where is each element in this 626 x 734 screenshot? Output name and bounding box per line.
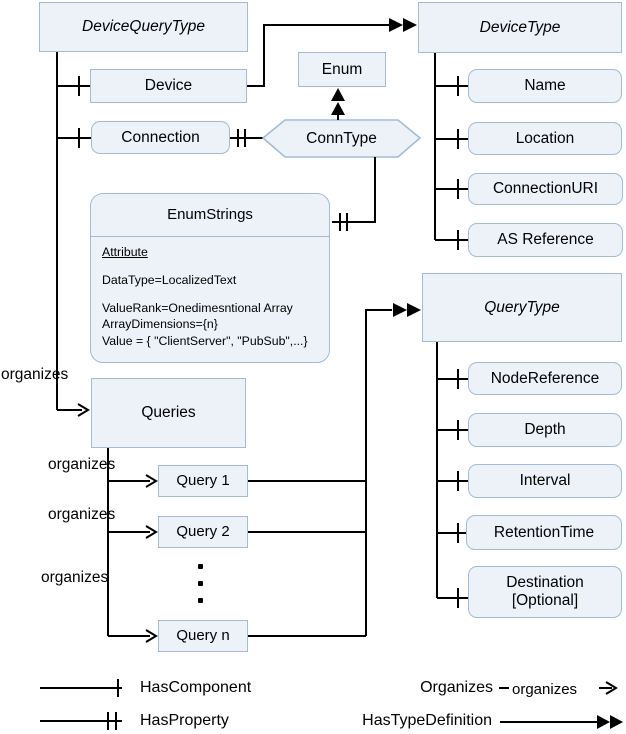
legend-hasproperty-label: HasProperty — [140, 712, 229, 729]
enumstrings-arraydimensions: ArrayDimensions={n} — [102, 317, 218, 332]
legend-hastypedefinition-symbol — [500, 715, 623, 729]
legend-hascomponent-label: HasComponent — [140, 679, 252, 696]
enumstrings-attribute-header: Attribute — [102, 245, 148, 259]
organizes-label-query2: organizes — [48, 506, 116, 523]
node-querytype: QueryType — [422, 273, 622, 342]
organizes-arrow-queries — [57, 403, 90, 417]
legend-organizes-arrow-label: organizes — [512, 681, 578, 698]
organizes-label-queries: organizes — [1, 366, 69, 383]
node-destination: Destination [Optional] — [468, 566, 622, 618]
node-query-n: Query n — [158, 620, 248, 652]
enumstrings-datatype: DataType=LocalizedText — [102, 273, 237, 288]
enumstrings-attributes: Attribute DataType=LocalizedText ValueRa… — [91, 237, 329, 349]
conntype-enumstrings-hasproperty-connector — [332, 157, 376, 231]
node-device: Device — [90, 69, 247, 103]
node-as-reference: AS Reference — [468, 223, 623, 257]
vertical-ellipsis — [198, 564, 203, 603]
queries-organizes-arrows — [107, 448, 158, 643]
node-interval: Interval — [468, 464, 622, 498]
ellipsis-dot — [198, 581, 203, 586]
legend-organizes-label: Organizes — [420, 679, 493, 696]
devicetype-children-connectors — [434, 53, 468, 250]
organizes-label-queryn: organizes — [41, 569, 109, 586]
node-devicequerytype: DeviceQueryType — [39, 2, 248, 52]
organizes-label-query1: organizes — [48, 456, 116, 473]
enumstrings-value: Value = { "ClientServer", "PubSub",...} — [102, 333, 308, 348]
node-enum: Enum — [298, 52, 386, 87]
node-name: Name — [468, 69, 622, 103]
destination-line-1: Destination — [506, 574, 584, 592]
node-nodereference: NodeReference — [468, 362, 622, 395]
enumstrings-valuerank: ValueRank=Onedimesntional Array — [102, 300, 293, 315]
node-query-2: Query 2 — [158, 516, 248, 548]
node-query-1: Query 1 — [158, 465, 248, 497]
node-conntype-label: ConnType — [306, 129, 377, 147]
node-devicetype: DeviceType — [418, 2, 622, 53]
node-connectionuri: ConnectionURI — [468, 173, 623, 205]
connection-conntype-hasproperty-connector — [230, 129, 263, 147]
query-querytype-hastypedefinition-arrow — [248, 303, 421, 637]
conntype-enum-hastypedefinition-arrow — [331, 88, 345, 120]
node-location: Location — [468, 122, 622, 155]
node-queries: Queries — [91, 378, 246, 448]
legend-hasproperty-symbol — [40, 712, 122, 730]
ellipsis-dot — [198, 598, 203, 603]
node-enumstrings: EnumStrings Attribute DataType=Localized… — [90, 193, 330, 363]
conntype-hexagon-shape — [261, 119, 422, 158]
legend-hastypedefinition-label: HasTypeDefinition — [362, 712, 492, 729]
node-retentiontime: RetentionTime — [466, 515, 622, 550]
ellipsis-dot — [198, 564, 203, 569]
node-connection: Connection — [91, 121, 230, 154]
legend-hascomponent-symbol — [40, 679, 122, 697]
legend-organizes-symbol — [499, 681, 618, 695]
querytype-children-connectors — [436, 342, 468, 608]
node-depth: Depth — [468, 413, 622, 447]
enumstrings-title: EnumStrings — [91, 194, 329, 237]
devicequerytype-spine — [56, 52, 91, 410]
destination-line-2: [Optional] — [511, 592, 579, 609]
device-devicetype-hastypedefinition-arrow — [247, 18, 417, 87]
